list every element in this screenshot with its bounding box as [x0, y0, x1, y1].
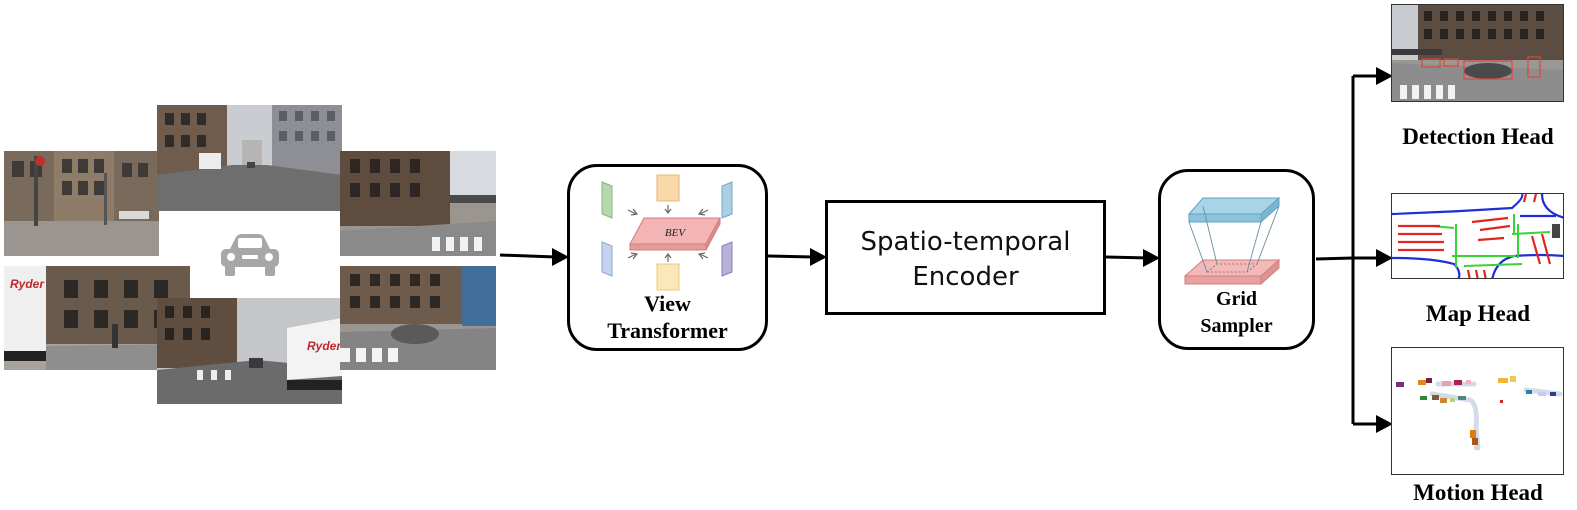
arrow-cams-to-view-transformer	[499, 248, 569, 266]
car-icon	[221, 234, 279, 276]
arrow-grid-sampler-to-heads	[1315, 67, 1393, 433]
camera-mosaic: Ryder Ryder	[0, 100, 500, 410]
map-head-label: Map Head	[1425, 301, 1531, 326]
encoder-label-line2: Encoder	[912, 262, 1019, 292]
map-head-output	[1391, 193, 1564, 279]
truck-logo-left: Ryder	[10, 277, 45, 291]
grid-sampler-illustration	[1183, 196, 1281, 286]
camera-back-right	[340, 266, 496, 370]
motion-head-label: Motion Head	[1413, 480, 1543, 505]
grid-sampler-label-line2: Sampler	[1200, 315, 1273, 337]
view-transformer-label-line2: Transformer	[607, 318, 728, 343]
camera-front-right	[340, 151, 496, 256]
spatio-temporal-encoder-box: Spatio-temporal Encoder	[825, 200, 1106, 315]
grid-sampler-box: Grid Sampler	[1158, 169, 1315, 350]
camera-front	[157, 105, 342, 211]
detection-head-label: Detection Head	[1402, 124, 1554, 149]
bev-label: BEV	[665, 227, 686, 239]
encoder-label-line1: Spatio-temporal	[860, 227, 1071, 257]
arrow-view-transformer-to-encoder	[767, 248, 827, 266]
motion-head-output	[1391, 347, 1564, 475]
view-transformer-box: BEV View Transformer	[567, 164, 768, 351]
truck-logo-right: Ryder	[307, 339, 342, 353]
camera-front-left	[4, 151, 159, 256]
grid-sampler-label-line1: Grid	[1215, 288, 1258, 310]
detection-head-output	[1391, 4, 1564, 102]
arrow-encoder-to-grid-sampler	[1105, 249, 1160, 267]
bev-transform-illustration: BEV	[601, 174, 733, 291]
ego-vehicle-area	[190, 211, 310, 297]
camera-back: Ryder	[157, 298, 342, 404]
view-transformer-label-line1: View	[644, 291, 691, 316]
